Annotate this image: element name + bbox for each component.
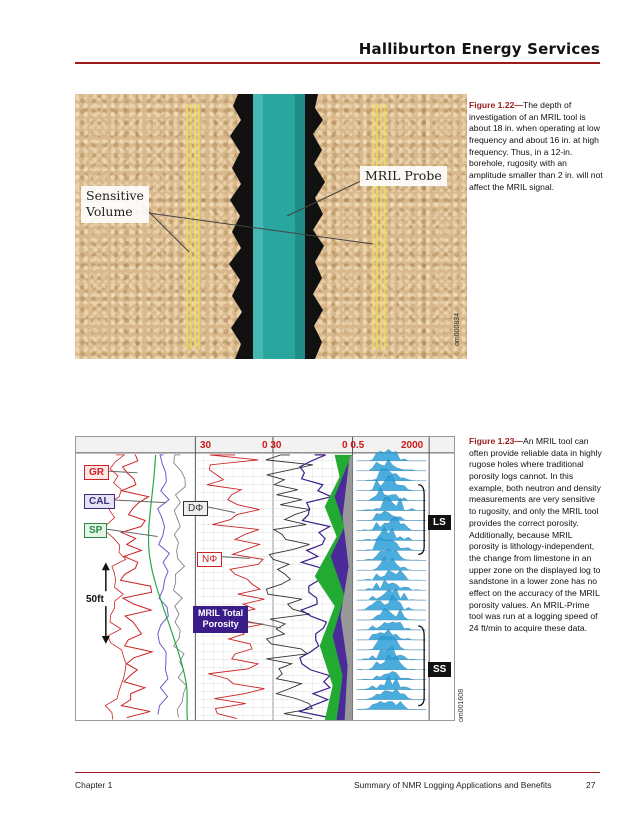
spectrum-trace-13: [356, 579, 427, 591]
spectrum-trace-20: [356, 645, 427, 661]
footer-title: Summary of NMR Logging Applications and …: [354, 780, 552, 790]
probe-pointer: [286, 179, 364, 217]
spectrum-trace-6: [356, 510, 427, 521]
spectrum-trace-16: [356, 607, 427, 621]
sensitive-volume-label: Sensitive Volume: [81, 186, 149, 223]
caption-number: Figure 1.22—: [469, 100, 523, 110]
spectrum-trace-17: [356, 621, 427, 631]
spectrum-trace-3: [356, 475, 427, 491]
caption-number: Figure 1.23—: [469, 436, 523, 446]
log-header-band: [76, 437, 454, 453]
spectrum-trace-12: [356, 569, 427, 581]
caption-1-22: Figure 1.22—The depth of investigation o…: [469, 100, 603, 194]
footer-chapter: Chapter 1: [75, 780, 113, 790]
spectrum-trace-15: [356, 594, 427, 611]
scale-label-2: 0 30: [262, 440, 282, 451]
figure-1-22: MRIL Probe Sensitive Volume: [75, 94, 467, 359]
spectrum-trace-21: [356, 654, 427, 670]
tag-pointer-3: [206, 506, 236, 514]
density-porosity-tag: DΦ: [183, 501, 209, 516]
spectrum-trace-22: [356, 671, 427, 680]
sp-tag: SP: [84, 523, 108, 538]
porosity-fill-gray: [340, 454, 353, 720]
spectrum-trace-5: [356, 496, 427, 511]
tag-pointer-1: [107, 499, 166, 504]
scale-label-4: 2000: [401, 440, 424, 451]
sensitive-pointer-right: [140, 211, 374, 245]
sandstone-zone-tag: SS: [428, 662, 452, 677]
caption-text: The depth of investigation of an MRIL to…: [469, 100, 603, 192]
spectrum-trace-9: [356, 536, 427, 551]
spectrum-trace-0: [356, 449, 427, 462]
gr-curve-2: [104, 454, 127, 720]
caliper-curve-2: [173, 454, 187, 718]
scale-label-1: 30: [200, 440, 212, 451]
sp-curve: [147, 454, 188, 720]
figure-1-23: 30 0 30 0 0.5 2000 GR CAL SP DΦ NΦ MRIL …: [75, 436, 455, 721]
spectrum-trace-1: [356, 459, 427, 472]
tag-pointer-2: [101, 528, 158, 537]
depth-arrow-head-down: [101, 635, 110, 644]
sensitive-pointer-left: [140, 203, 190, 253]
figure-code-1-22: om000834: [454, 312, 461, 346]
spectrum-trace-25: [356, 700, 427, 710]
spectrum-trace-23: [356, 675, 427, 690]
spectrum-trace-18: [356, 628, 427, 641]
spectrum-trace-11: [356, 556, 427, 571]
neutron-porosity-tag: NΦ: [197, 552, 223, 567]
mril-total-curve: [298, 454, 334, 719]
cal-tag: CAL: [84, 494, 115, 509]
borehole-illustration: [140, 94, 386, 359]
spectrum-trace-10: [356, 548, 427, 561]
mril-total-porosity-tag: MRIL Total Porosity: [193, 606, 249, 633]
caption-1-23: Figure 1.23—An MRIL tool can often provi…: [469, 436, 603, 635]
limestone-bracket: [418, 484, 425, 556]
spectrum-trace-2: [356, 468, 427, 481]
depth-arrow-head-up: [101, 562, 110, 571]
spectrum-trace-4: [356, 487, 427, 501]
spectrum-trace-8: [356, 526, 427, 541]
sandstone-bracket: [418, 625, 425, 707]
gr-curve: [119, 454, 154, 718]
sensitive-volume-left: [186, 104, 200, 349]
density-curve: [265, 454, 313, 719]
mril-probe-label: MRIL Probe: [360, 166, 447, 187]
gr-tag: GR: [84, 465, 109, 480]
limestone-zone-tag: LS: [428, 515, 451, 530]
spectrum-trace-14: [356, 588, 427, 601]
scale-label-3: 0 0.5: [342, 440, 365, 451]
depth-scale-label: 50ft: [86, 594, 104, 605]
running-header-title: Halliburton Energy Services: [358, 40, 600, 58]
well-log-chart: [76, 437, 454, 720]
figure-code-1-23: om001608: [458, 688, 465, 722]
spectrum-trace-19: [356, 636, 427, 651]
spectrum-trace-24: [356, 688, 427, 700]
page-number: 27: [586, 780, 596, 790]
neutron-curve: [206, 454, 265, 719]
spectrum-trace-7: [356, 516, 427, 531]
sensitive-volume-right: [372, 104, 386, 349]
caption-text: An MRIL tool can often provide reliable …: [469, 436, 602, 633]
footer-rule: [75, 772, 600, 773]
header-rule: [75, 62, 600, 64]
cal-curve: [157, 454, 171, 715]
